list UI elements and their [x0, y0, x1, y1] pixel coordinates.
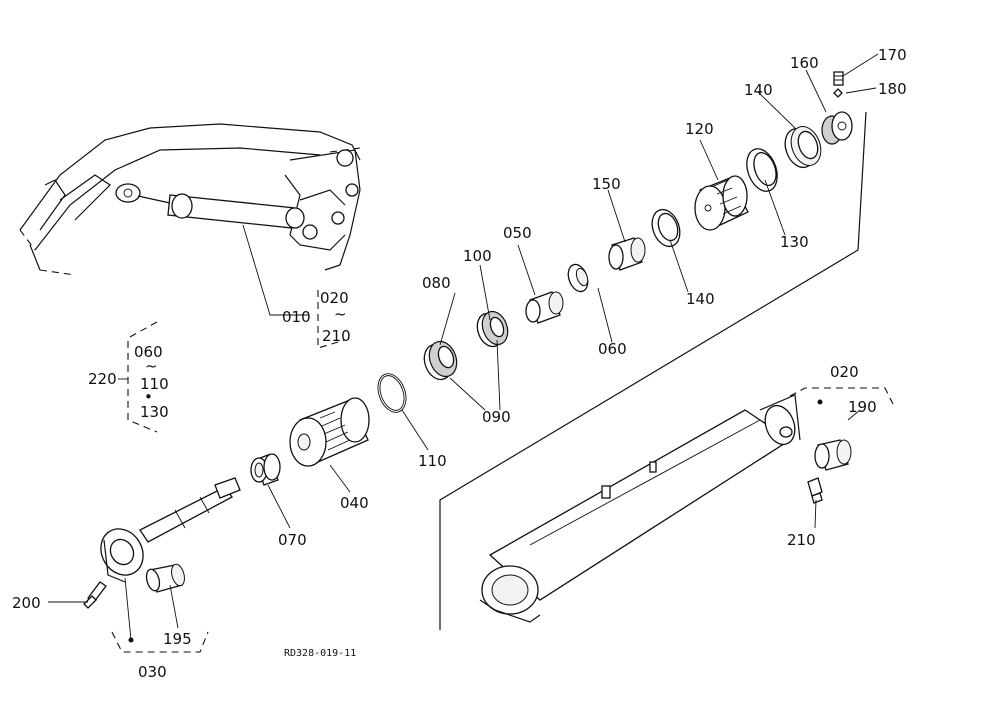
label-010: 010	[282, 308, 311, 326]
label-110-group: 110	[140, 375, 169, 393]
part-110	[377, 373, 407, 413]
drawing-code: RD328-019-11	[284, 648, 356, 659]
part-180	[833, 88, 843, 98]
piston-rod	[100, 477, 241, 583]
label-130-group: 130	[140, 403, 169, 421]
part-060	[567, 263, 589, 293]
label-140-a: 140	[686, 290, 715, 308]
label-120: 120	[685, 120, 714, 138]
part-150	[608, 237, 646, 271]
part-050	[525, 291, 564, 324]
label-tilde-top: ~	[334, 305, 347, 323]
label-tilde-group: ~	[145, 357, 158, 375]
part-210	[807, 477, 823, 504]
grease-nipple-200	[83, 581, 107, 609]
label-050: 050	[503, 224, 532, 242]
part-130	[746, 148, 778, 192]
part-140-a	[651, 208, 681, 248]
label-210: 210	[787, 531, 816, 549]
part-120	[694, 175, 749, 231]
part-070	[250, 453, 281, 486]
label-220: 220	[88, 370, 117, 388]
label-180: 180	[878, 80, 907, 98]
boom-assembly	[19, 123, 361, 276]
part-170	[833, 71, 844, 86]
label-130: 130	[780, 233, 809, 251]
label-110: 110	[418, 452, 447, 470]
part-040	[289, 397, 370, 467]
mounted-cylinder	[115, 183, 305, 229]
part-labels: 010 020 ~ 210 220 060 ~ 110 • 130 030 04…	[12, 46, 907, 681]
part-160	[821, 111, 853, 145]
part-140-b	[784, 126, 822, 169]
part-100	[476, 310, 509, 348]
bushing-195	[145, 563, 185, 593]
label-190: 190	[848, 398, 877, 416]
label-170: 170	[878, 46, 907, 64]
label-195: 195	[163, 630, 192, 648]
label-100: 100	[463, 247, 492, 265]
label-060-group: 060	[134, 343, 163, 361]
label-060: 060	[598, 340, 627, 358]
part-080	[423, 340, 458, 381]
label-040: 040	[340, 494, 369, 512]
label-070: 070	[278, 531, 307, 549]
label-140-b: 140	[744, 81, 773, 99]
label-150: 150	[592, 175, 621, 193]
label-080: 080	[422, 274, 451, 292]
leader-lines	[48, 53, 879, 641]
label-dot-group: •	[144, 388, 153, 406]
label-020-top: 020	[320, 289, 349, 307]
label-090: 090	[482, 408, 511, 426]
cylinder-tube	[479, 394, 801, 623]
label-160: 160	[790, 54, 819, 72]
label-200: 200	[12, 594, 41, 612]
part-190	[814, 439, 852, 471]
label-020: 020	[830, 363, 859, 381]
label-210-top: 210	[322, 327, 351, 345]
label-030: 030	[138, 663, 167, 681]
